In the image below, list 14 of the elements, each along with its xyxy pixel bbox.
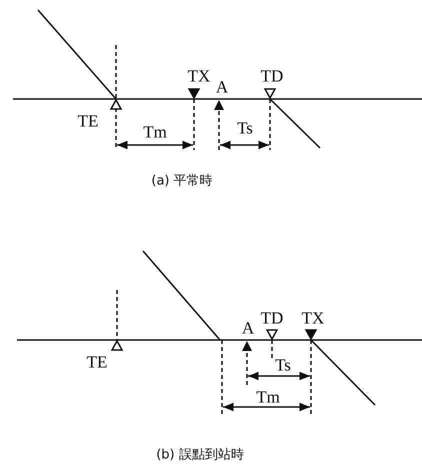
panel-caption: (a) 平常時 (151, 174, 213, 188)
dimension-label: Ts (237, 120, 253, 136)
panel-caption: (b) 誤點到站時 (156, 448, 244, 462)
dimension-label: Tm (143, 124, 167, 140)
marker-label: TD (260, 310, 284, 326)
marker-label: TE (86, 354, 108, 370)
marker-label: TX (302, 310, 324, 326)
dimension-label: Ts (275, 356, 291, 374)
marker-label: A (242, 320, 254, 336)
marker-label: TX (188, 68, 210, 84)
marker-label: TD (260, 68, 284, 84)
dimension-label: Tm (256, 388, 280, 406)
marker-label: A (216, 78, 228, 96)
marker-label: TE (78, 112, 98, 130)
